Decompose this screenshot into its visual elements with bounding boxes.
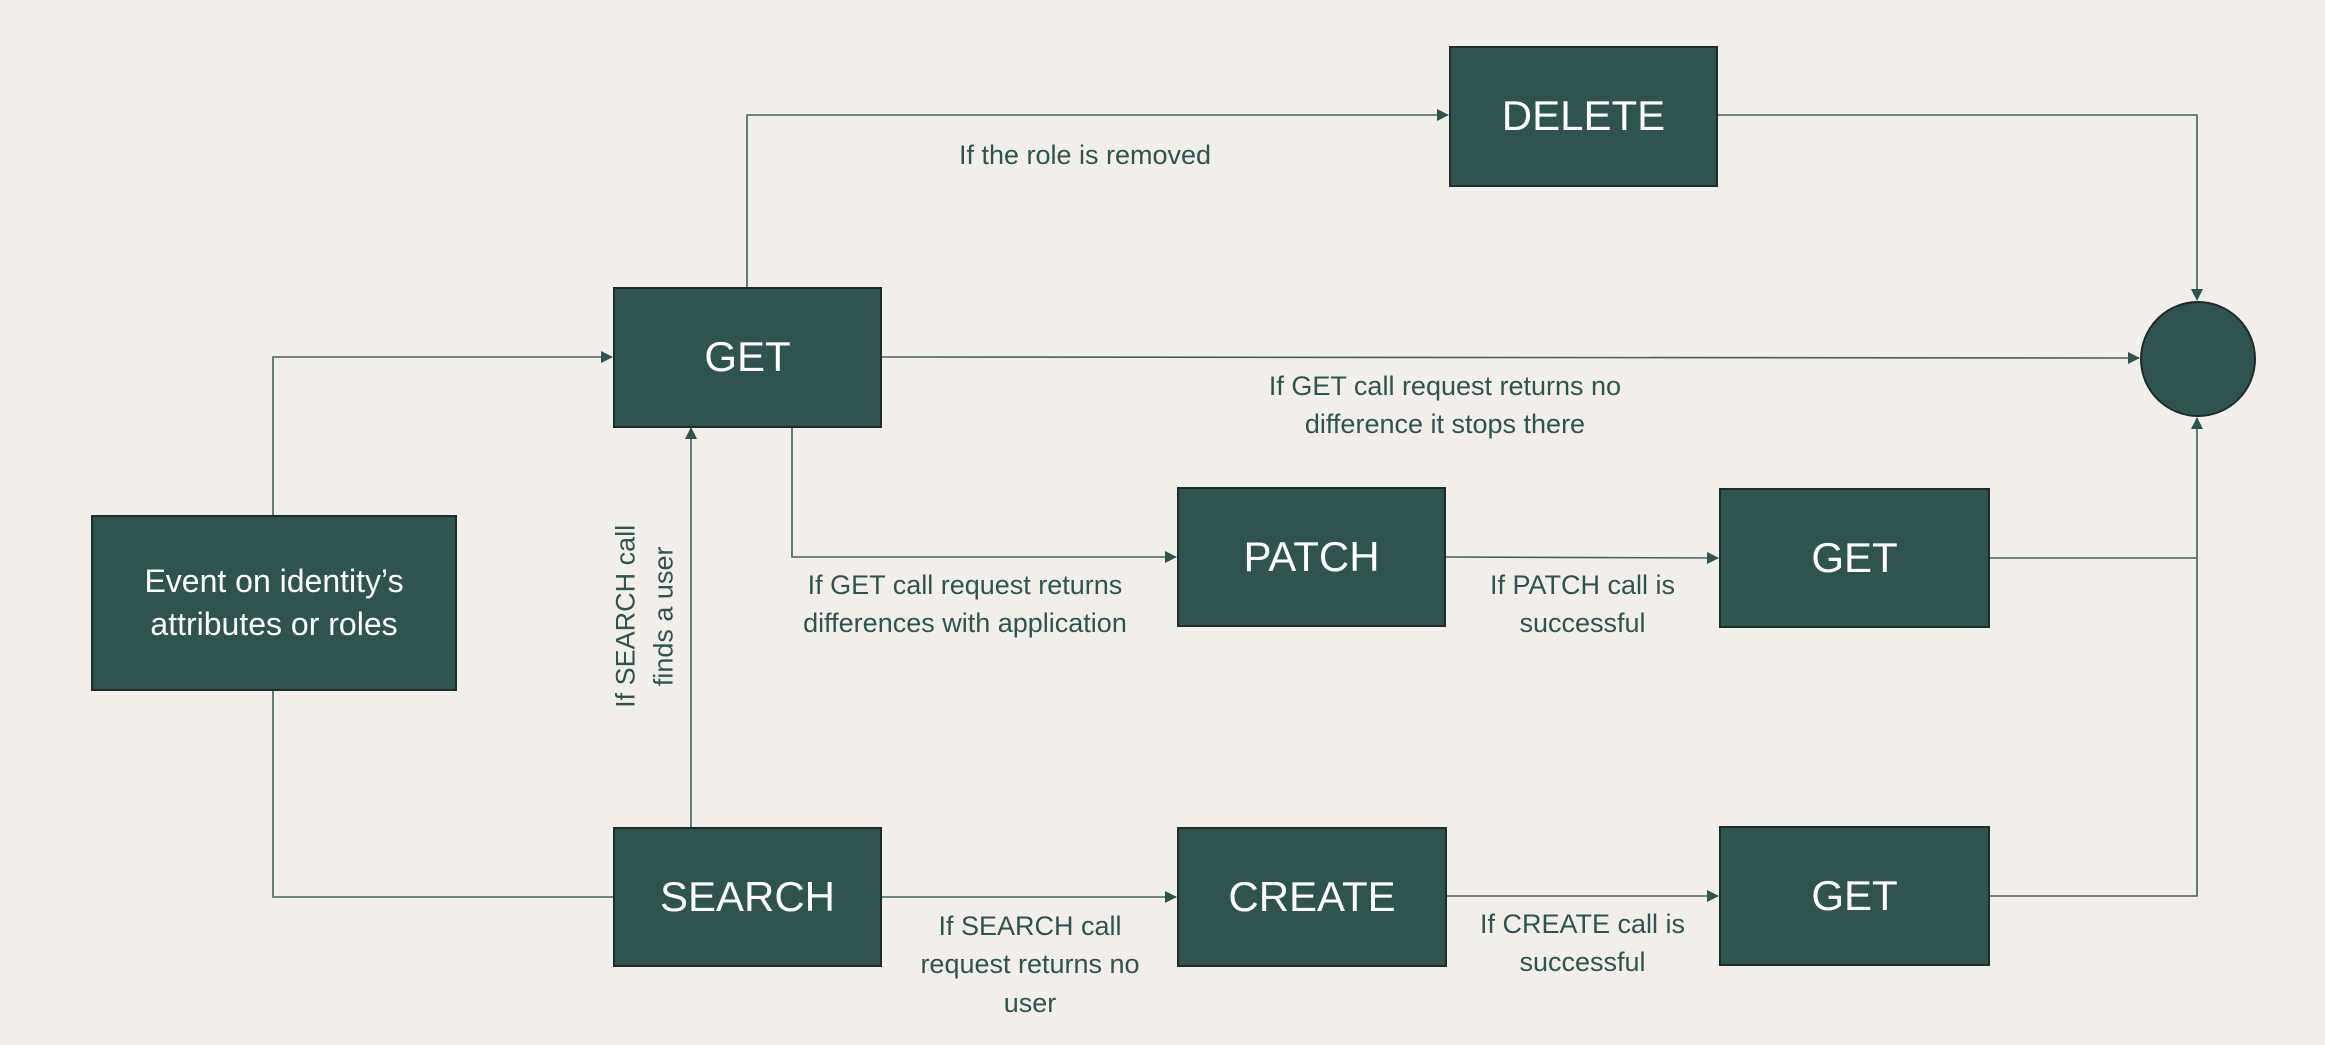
label-role-removed: If the role is removed xyxy=(958,140,1212,170)
create-node: CREATE xyxy=(1177,827,1447,967)
search-node: SEARCH xyxy=(613,827,882,967)
label-get-no-difference: If GET call request returns no differenc… xyxy=(1268,371,1622,440)
edge-get-to-patch xyxy=(791,427,1177,563)
get-after-patch-node: GET xyxy=(1719,488,1990,628)
edge-get-create-to-end xyxy=(1990,417,2203,897)
end-node xyxy=(2140,301,2256,417)
delete-node: DELETE xyxy=(1449,46,1718,187)
get-node: GET xyxy=(613,287,882,428)
edge-get-to-delete xyxy=(746,109,1449,287)
edge-start-to-get xyxy=(272,351,613,515)
edge-delete-to-end xyxy=(1717,114,2203,301)
edge-start-to-search xyxy=(272,690,614,898)
get-after-create-node: GET xyxy=(1719,826,1990,966)
label-create-successful: If CREATE call is successful xyxy=(1479,909,1686,978)
label-search-finds-user: If SEARCH call finds a user xyxy=(610,524,679,708)
label-patch-successful: If PATCH call is successful xyxy=(1489,570,1676,639)
edge-get-to-end xyxy=(880,351,2140,364)
patch-node: PATCH xyxy=(1177,487,1446,627)
edge-patch-to-get xyxy=(1445,551,1719,564)
label-search-no-user: If SEARCH call request returns no user xyxy=(920,911,1140,1018)
label-get-differences: If GET call request returns differences … xyxy=(803,570,1127,639)
